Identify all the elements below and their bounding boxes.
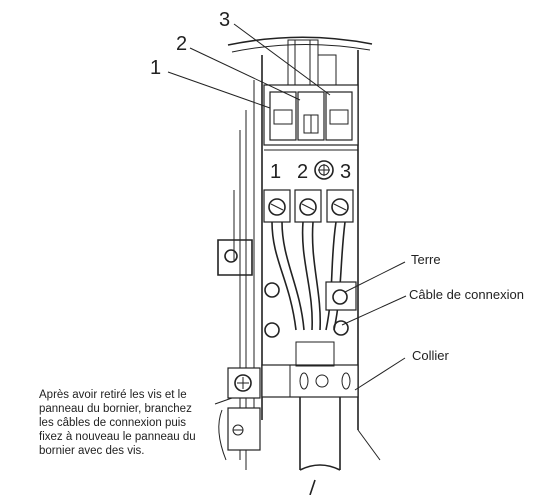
panel-screw-icon [234,374,252,392]
instruction-line-5: bornier avec des vis. [39,445,144,457]
cable-clamp [261,341,359,398]
callouts: 1 2 3 [150,9,230,79]
main-cable [299,397,381,495]
label-collier: Collier [412,348,450,363]
terminal-2-label: 2 [297,161,308,183]
label-terre: Terre [411,252,441,267]
terminal-screw-1-icon [268,198,286,216]
label-cable-connexion: Câble de connexion [409,287,524,302]
callout-3: 3 [219,9,230,31]
instruction-line-1: Après avoir retiré les vis et le [39,389,187,401]
callout-2: 2 [176,33,187,55]
instruction-text: Après avoir retiré les vis et le panneau… [39,389,196,457]
ground-screw-icon [314,160,334,180]
instruction-line-2: panneau du bornier, branchez [39,403,192,415]
terminal-screw-3-icon [331,198,349,216]
terminal-screw-2-icon [299,198,317,216]
connection-cables [271,221,346,331]
earth-screw-icon [332,289,348,305]
bornier-panel [218,367,261,461]
mounting-bracket [217,239,253,276]
right-labels: Terre Câble de connexion Collier [409,252,524,363]
leader-lines [167,23,407,405]
earth-clamp [264,281,357,338]
instruction-line-3: les câbles de connexion puis [39,417,186,429]
terminal-3-label: 3 [340,161,351,183]
terminal-block [263,84,359,151]
instruction-line-4: fixez à nouveau le panneau du [39,431,196,443]
terminal-1-label: 1 [270,161,281,183]
callout-1: 1 [150,57,161,79]
bracket-hole-icon [224,249,238,263]
screw-terminals [263,189,354,223]
terminal-numbers: 1 2 3 [270,161,351,183]
